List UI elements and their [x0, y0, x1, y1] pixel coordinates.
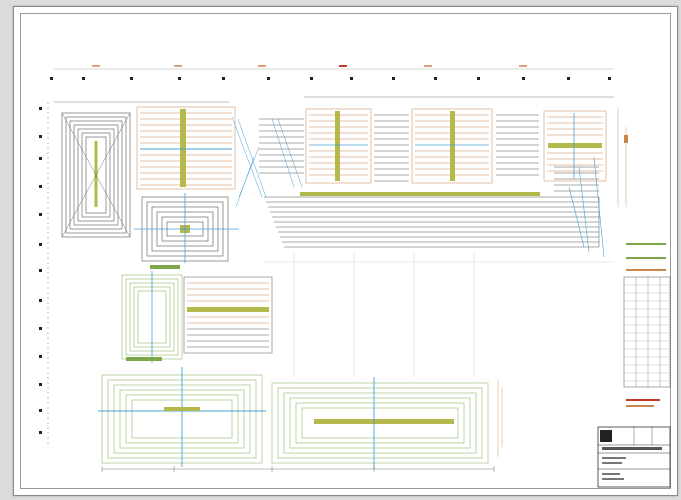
- schedule-table: [623, 276, 671, 388]
- room-10-mixed-coil: [183, 276, 273, 354]
- main-manifold-bar: [300, 192, 540, 196]
- bottom-dimension-string: [101, 466, 495, 472]
- room-12-green-spiral: [271, 377, 489, 469]
- room-3-spiral-coil: [134, 193, 239, 269]
- room-9-green-coil: [121, 271, 183, 363]
- right-bottom-dimension: [497, 379, 503, 457]
- room-1-spiral-coil: [61, 112, 131, 238]
- sheet-border: [20, 13, 671, 489]
- room-5-dark-coil: [374, 114, 409, 182]
- main-hall-coil: [259, 118, 600, 248]
- structural-grid-lines: [264, 252, 614, 377]
- grid-markers-top: [50, 65, 614, 80]
- room-4-orange-coil: [305, 108, 372, 184]
- room-2-orange-coil: [136, 106, 236, 190]
- dimension-strings-top: [54, 96, 614, 103]
- room-8-orange-coil: [543, 110, 607, 182]
- room-6-orange-coil: [411, 108, 493, 184]
- right-edge-dimension: [617, 107, 628, 207]
- grid-markers-left: [39, 102, 49, 447]
- floor-heating-plan: [39, 65, 671, 488]
- room-7-dark-coil: [496, 114, 539, 176]
- drawing-sheet: [13, 6, 678, 496]
- room-11-green-spiral: [98, 367, 266, 467]
- red-note: [626, 399, 660, 407]
- title-block: [597, 426, 671, 488]
- feed-pipes-diagonal: [231, 116, 303, 208]
- legend: [626, 243, 666, 271]
